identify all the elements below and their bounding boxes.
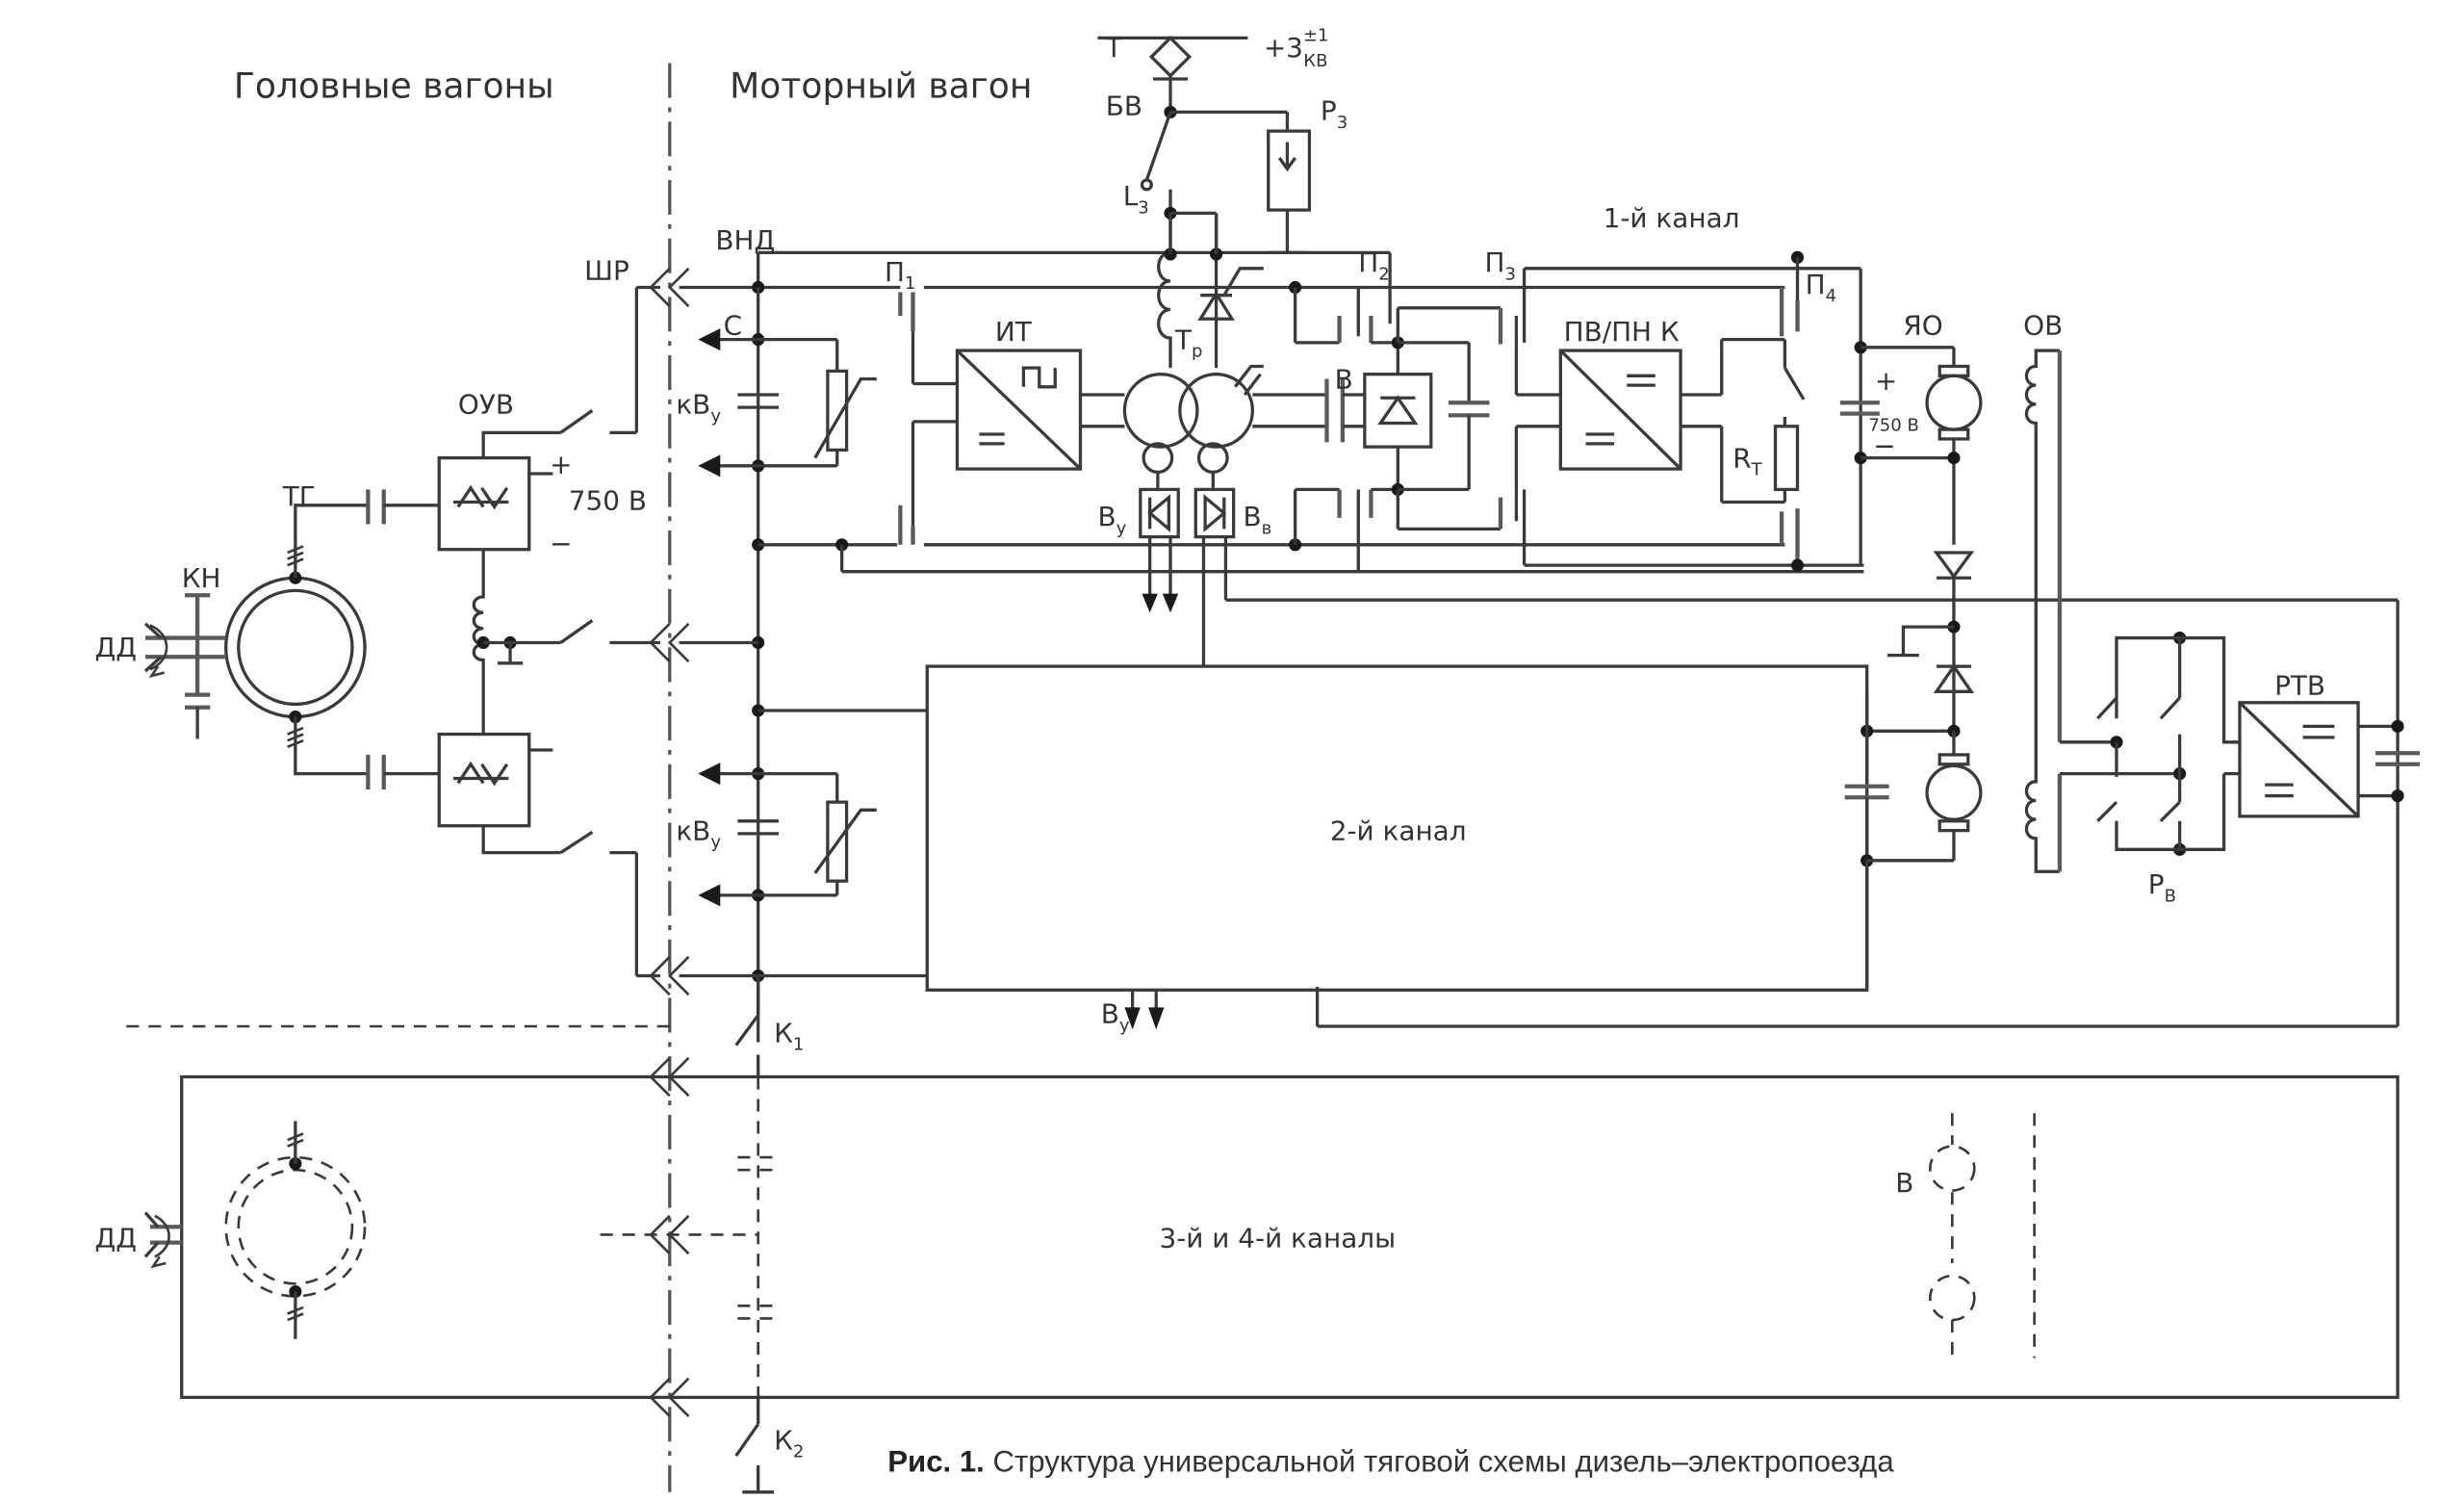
- channel1-lower-bus: [757, 538, 1864, 574]
- label-r3: Р3: [1321, 95, 1348, 133]
- label-ouv: ОУВ: [458, 389, 514, 421]
- inductor-l3-icon: [1157, 213, 1172, 369]
- supply-section: [1097, 36, 1312, 369]
- converter-pv-pn: [1558, 337, 1785, 504]
- label-kn: КН: [182, 562, 221, 594]
- label-dd-lower: ДД: [94, 1223, 137, 1254]
- head-cars-header: Головные вагоны: [234, 66, 554, 107]
- label-plus-ouv: +: [550, 449, 572, 480]
- label-vy-bottom: Ву: [1101, 998, 1130, 1036]
- channel34-box: [143, 1056, 2400, 1418]
- label-plus-750: +: [1875, 365, 1897, 397]
- traction-generator: [143, 504, 369, 776]
- label-750v: 750 В: [569, 485, 647, 517]
- label-channel34: 3-й и 4-й каналы: [1160, 1223, 1397, 1254]
- circuit-breaker-bv-icon: [1144, 111, 1172, 181]
- rectifier-b: [1363, 306, 1503, 531]
- field-winding-ov: [2024, 349, 2180, 873]
- label-tr: Тр: [1174, 323, 1202, 361]
- traction-motor-icon: [1925, 374, 1983, 431]
- label-kvy-lower: кВу: [676, 815, 721, 852]
- inverter-it: [955, 349, 1125, 471]
- label-vv: Вв: [1243, 501, 1271, 538]
- label-ov: ОВ: [2023, 310, 2063, 342]
- label-shr: ШР: [584, 254, 629, 286]
- label-vnd: ВНД: [715, 224, 775, 256]
- reverser-pv: [2096, 632, 2240, 856]
- ouv-lower: [437, 732, 660, 978]
- label-vy: Ву: [1098, 501, 1127, 538]
- label-b: В: [1335, 363, 1353, 395]
- ouv-middle: [472, 549, 660, 735]
- label-750v-small: 750 В: [1868, 416, 1919, 436]
- label-b-lower: В: [1895, 1167, 1913, 1199]
- lower-capacitor-varistor: [698, 763, 877, 907]
- label-dd: ДД: [94, 632, 137, 663]
- vnd-bus: [757, 213, 1392, 324]
- traction-motor-2-icon: [1925, 763, 1983, 821]
- label-tg: ТГ: [282, 480, 316, 512]
- label-p1: П1: [885, 256, 915, 294]
- label-channel1: 1-й канал: [1604, 202, 1740, 234]
- label-minus-750: −: [1873, 429, 1895, 461]
- label-c: С: [724, 310, 742, 342]
- converter-rtv: [2238, 701, 2421, 818]
- label-it: ИТ: [995, 316, 1033, 348]
- label-p4: П4: [1806, 269, 1836, 306]
- label-k1: К1: [774, 1017, 804, 1054]
- label-l3: L3: [1123, 180, 1149, 218]
- channel2-box: [757, 664, 1983, 1030]
- rectifier-vv: [1194, 487, 2400, 1028]
- capacitor-b: [1324, 378, 1365, 443]
- thyristor-icon: [1197, 267, 1264, 321]
- label-pv-pn-k: ПВ/ПН К: [1564, 316, 1680, 348]
- ouv-upper: [437, 285, 660, 552]
- label-p3: П3: [1485, 246, 1516, 284]
- head-car-feed: [366, 489, 440, 789]
- rectifier-vy: [1139, 487, 1180, 613]
- current-collector-icon: [1148, 36, 1193, 79]
- figure-caption: Рис. 1. Структура универсальной тяговой …: [887, 1444, 1894, 1478]
- label-p2: П2: [1358, 246, 1389, 284]
- label-channel2: 2-й канал: [1330, 815, 1467, 846]
- transformer-tr: [1122, 364, 1327, 490]
- label-yao: ЯО: [1903, 310, 1942, 342]
- contactor-p2: [1294, 287, 1403, 572]
- label-t: Т: [1105, 32, 1123, 64]
- contactor-p1: [898, 292, 958, 545]
- label-kvy-upper: кВу: [676, 389, 721, 427]
- label-rt: RТ: [1732, 442, 1762, 479]
- label-bv: БВ: [1106, 91, 1142, 122]
- label-k2: К2: [774, 1425, 804, 1462]
- label-rv: РВ: [2148, 868, 2176, 906]
- contactor-p4-rt: [1773, 250, 1806, 572]
- motor-1: [1839, 268, 1983, 732]
- contactor-p3: [1514, 267, 1864, 567]
- switch-k2: [734, 1397, 775, 1494]
- upper-capacitor-varistor: [698, 328, 877, 478]
- label-rtv: РТВ: [2274, 670, 2325, 702]
- switch-k1: [734, 975, 760, 1077]
- motor-car-header: Моторный вагон: [730, 66, 1032, 107]
- label-minus-ouv: −: [550, 528, 572, 559]
